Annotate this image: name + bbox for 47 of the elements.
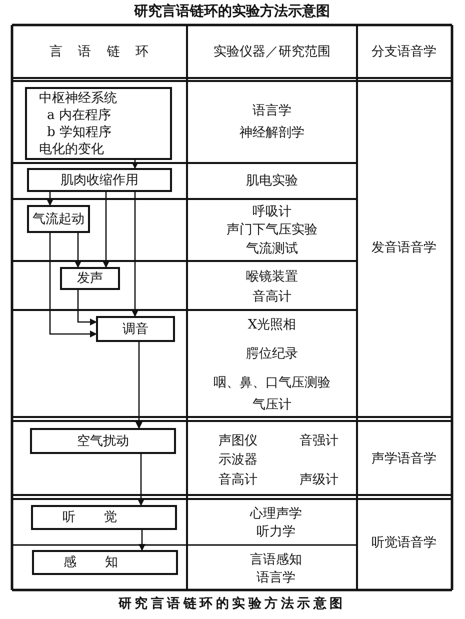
cell-text: 气压计 [252,398,292,412]
process-box: 空气扰动 [30,428,176,454]
process-box: 发声 [60,267,120,290]
process-box: 中枢神经系统 a 内在程序 b 学知程序 电化的变化 [25,87,172,160]
cell-text: 声门下气压实验 [226,222,318,238]
cell-text: 语言学 [256,570,296,586]
cell-text: 示波器 [218,452,258,468]
branch-label: 声学语音学 [372,452,436,466]
arrow [138,454,144,506]
cell-text: 心理声学 [250,506,302,522]
process-box: 气流起动 [27,205,90,233]
process-box: 肌肉收缩作用 [27,168,172,192]
cell-text: 气流测试 [246,242,298,256]
arrow [77,290,97,326]
caption: 研究言语链环的实验方法示意图 [118,596,346,612]
process-box: 调音 [96,316,175,342]
cell-text: 言语感知 [250,552,302,568]
cell-text: 咽、鼻、口气压测验 [214,376,330,390]
arrow [132,160,138,169]
arrow [49,233,97,338]
process-box: 感知 [32,550,178,575]
arrow [46,192,54,206]
arrow [136,342,142,429]
arrow [102,192,110,268]
arrow [74,233,82,268]
cell-text: 音强计 [300,434,338,448]
cell-text: 音高计 [218,472,258,488]
cell-text: 语言学 [252,104,292,118]
cell-text: 腭位纪录 [246,346,298,362]
cell-text: 声图仪 [218,434,258,448]
process-box: 听觉 [31,505,177,530]
column-header: 实验仪器／研究范围 [214,44,330,60]
column-header: 分支语音学 [372,44,436,60]
cell-text: X光照相 [248,318,296,332]
cell-text: 肌电实验 [246,174,298,188]
cell-text: 呼吸计 [252,204,292,220]
title: 研究言语链环的实验方法示意图 [134,4,330,20]
branch-label: 发音语音学 [372,240,436,256]
arrow [138,530,146,551]
cell-text: 神经解剖学 [240,126,304,140]
column-header: 言语链环 [48,44,164,60]
branch-label: 听觉语音学 [372,536,436,550]
cell-text: 音高计 [252,290,292,304]
cell-text: 听力学 [256,524,296,540]
cell-text: 喉镜装置 [246,270,298,284]
arrow [132,192,138,317]
cell-text: 声级计 [300,472,338,488]
